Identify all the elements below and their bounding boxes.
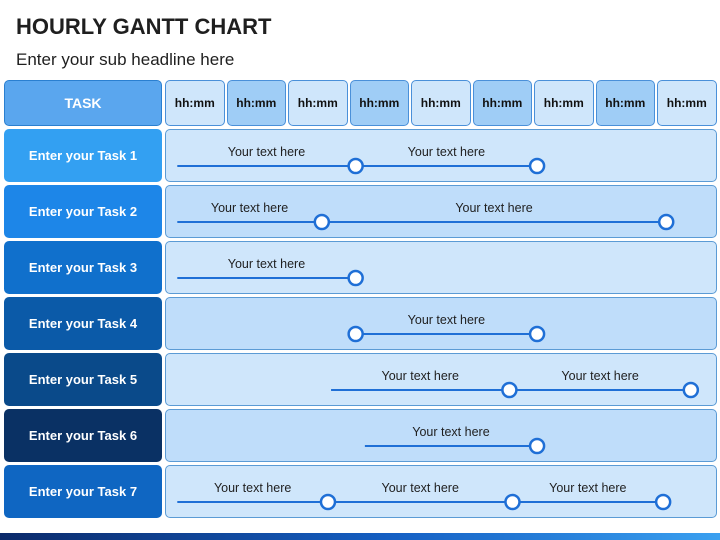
- task-label: Enter your Task 1: [4, 129, 162, 182]
- milestone-label: Your text here: [455, 201, 532, 215]
- milestone-marker: [319, 493, 337, 511]
- milestone-label: Your text here: [408, 145, 485, 159]
- milestone-marker: [657, 213, 675, 231]
- milestone-label: Your text here: [549, 481, 626, 495]
- task-row-track: [165, 465, 717, 518]
- milestone-marker: [528, 437, 546, 455]
- task-row-track: [165, 129, 717, 182]
- time-slot-header: hh:mm: [288, 80, 348, 126]
- time-slot-header: hh:mm: [472, 80, 532, 126]
- milestone-marker: [347, 325, 364, 343]
- task-row-track: [165, 241, 717, 294]
- page-subtitle: Enter your sub headline here: [16, 50, 235, 69]
- milestone-marker: [528, 157, 546, 175]
- milestone-marker: [654, 493, 672, 511]
- milestone-label: Your text here: [382, 369, 459, 383]
- milestone-marker: [504, 493, 521, 511]
- milestone-label: Your text here: [382, 481, 459, 495]
- milestone-label: Your text here: [408, 313, 485, 327]
- milestone-marker: [528, 325, 546, 343]
- footer-accent-bar: [0, 533, 720, 540]
- task-row-track: [165, 185, 717, 238]
- time-slot-header: hh:mm: [534, 80, 594, 126]
- task-row-track: [165, 297, 717, 350]
- milestone-label: Your text here: [228, 257, 305, 271]
- time-slot-header: hh:mm: [226, 80, 286, 126]
- page-title: HOURLY GANTT CHART: [16, 14, 272, 39]
- time-slot-header: hh:mm: [165, 80, 225, 126]
- milestone-label: Your text here: [561, 369, 638, 383]
- task-label: Enter your Task 6: [4, 409, 162, 462]
- task-row-track: [165, 409, 717, 462]
- time-slot-header: hh:mm: [657, 80, 717, 126]
- task-label: Enter your Task 5: [4, 353, 162, 406]
- milestone-marker: [347, 157, 364, 175]
- task-label: Enter your Task 2: [4, 185, 162, 238]
- milestone-label: Your text here: [211, 201, 288, 215]
- task-column-header: TASK: [4, 80, 162, 126]
- task-row-track: [165, 353, 717, 406]
- milestone-label: Your text here: [214, 481, 291, 495]
- milestone-marker: [682, 381, 700, 399]
- milestone-label: Your text here: [412, 425, 489, 439]
- milestone-marker: [501, 381, 518, 399]
- time-slot-header: hh:mm: [411, 80, 471, 126]
- milestone-marker: [313, 213, 331, 231]
- task-label: Enter your Task 7: [4, 465, 162, 518]
- task-label: Enter your Task 4: [4, 297, 162, 350]
- task-label: Enter your Task 3: [4, 241, 162, 294]
- time-slot-header: hh:mm: [349, 80, 409, 126]
- milestone-label: Your text here: [228, 145, 305, 159]
- time-slot-header: hh:mm: [595, 80, 655, 126]
- milestone-marker: [347, 269, 364, 287]
